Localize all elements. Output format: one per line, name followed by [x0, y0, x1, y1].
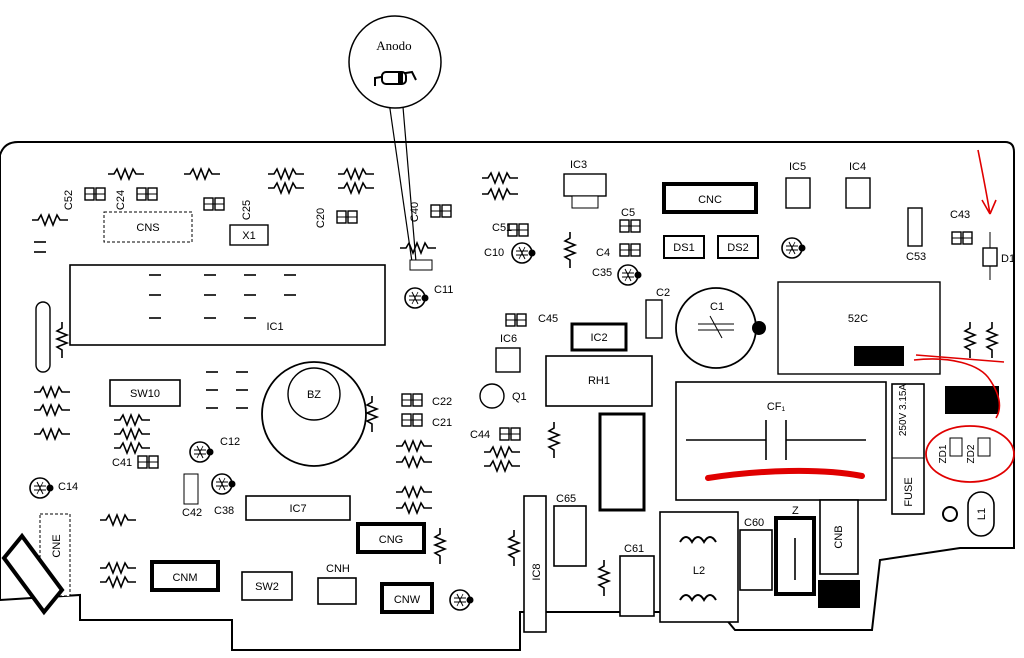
label-ic6: IC6 [500, 333, 517, 345]
label-ic7: IC7 [289, 503, 306, 515]
label-c25: C25 [241, 200, 253, 220]
label-ic3: IC3 [570, 159, 587, 171]
label-l2: L2 [693, 565, 705, 577]
label-c10: C10 [484, 247, 504, 259]
label-c60: C60 [744, 517, 764, 529]
label-z: Z [792, 505, 799, 517]
label-bz: BZ [307, 389, 321, 401]
label-c1: C1 [710, 301, 724, 313]
label-ic4: IC4 [849, 161, 866, 173]
red-annotations [705, 149, 1015, 483]
label-c44: C44 [470, 429, 490, 441]
anodo-label: Anodo [376, 38, 411, 53]
label-c12: C12 [220, 436, 240, 448]
label-ic1: IC1 [266, 321, 283, 333]
label-cnb: CNB [833, 525, 845, 548]
label-c14: C14 [58, 481, 78, 493]
label-ic5: IC5 [789, 161, 806, 173]
label-c35: C35 [592, 267, 612, 279]
label-c22: C22 [432, 396, 452, 408]
label-c20: C20 [315, 208, 327, 228]
label-c11: C11 [434, 284, 453, 296]
label-c61: C61 [624, 543, 644, 555]
label-c24: C24 [115, 190, 127, 210]
label-fuse: FUSE [903, 477, 915, 506]
label-sw10: SW10 [130, 388, 160, 400]
top-left-components: C52 C24 C25 CNS X1 C20 C40 [31, 168, 452, 253]
label-cns: CNS [136, 222, 159, 234]
label-l1: L1 [976, 508, 988, 520]
label-x1: X1 [242, 230, 255, 242]
label-cnc: CNC [698, 194, 722, 206]
label-c42: C42 [182, 507, 202, 519]
anodo-callout: Anodo [348, 15, 442, 263]
label-fuse-rating: 250V 3.15A [898, 384, 909, 437]
label-c40: C40 [409, 202, 421, 222]
label-ds1: DS1 [673, 242, 694, 254]
label-c53: C53 [906, 251, 926, 263]
label-c4: C4 [596, 247, 610, 259]
label-ds2: DS2 [727, 242, 748, 254]
label-c52: C52 [63, 190, 75, 210]
label-cnh: CNH [326, 563, 350, 575]
label-cnm: CNM [172, 572, 197, 584]
label-ic2: IC2 [590, 332, 607, 344]
label-ic8: IC8 [531, 563, 543, 580]
label-c51: C51 [492, 222, 512, 234]
label-c45: C45 [538, 313, 558, 325]
label-cng: CNG [379, 534, 403, 546]
label-c38: C38 [214, 505, 234, 517]
label-c43: C43 [950, 209, 970, 221]
label-sw2: SW2 [255, 581, 279, 593]
label-zd1: ZD1 [938, 444, 949, 463]
label-zd2: ZD2 [966, 444, 977, 463]
label-rh1: RH1 [588, 375, 610, 387]
label-cnw: CNW [394, 594, 421, 606]
label-cne: CNE [51, 534, 63, 557]
label-c41: C41 [112, 457, 132, 469]
label-c21: C21 [432, 417, 452, 429]
label-52c: 52C [848, 313, 868, 325]
label-c2: C2 [656, 287, 670, 299]
label-c5: C5 [621, 207, 635, 219]
ic1-chip: IC1 [69, 264, 386, 346]
label-q1: Q1 [512, 391, 527, 403]
zener-highlight-circle [925, 425, 1015, 483]
label-cf1: CF₁ [767, 401, 786, 413]
label-d1: D1 [1001, 253, 1015, 265]
label-c65: C65 [556, 493, 576, 505]
